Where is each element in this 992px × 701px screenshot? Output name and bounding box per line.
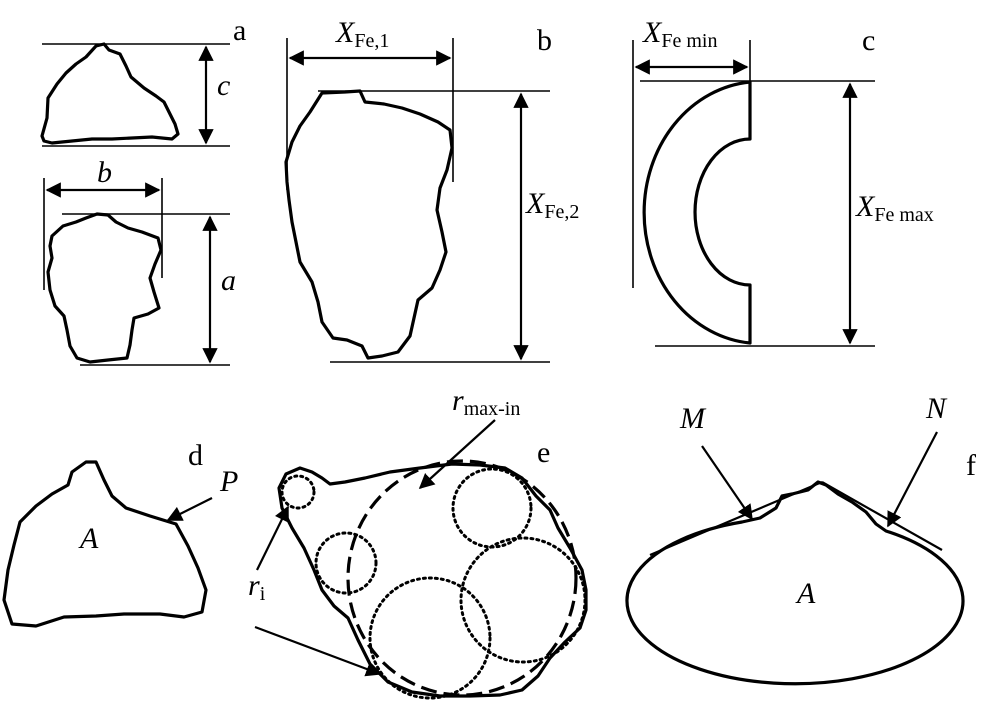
dimension-xfe2-label: XFe,2 (525, 187, 579, 223)
panel-e-ri-arrow-edge (254, 625, 382, 677)
panel-c: c XFe min XFe max (632, 16, 934, 347)
dimension-xfe1-label: XFe,1 (335, 16, 389, 52)
panel-c-letter: c (862, 24, 875, 57)
panel-f-area-label: A (795, 577, 816, 610)
panel-a-particle-bottom (46, 212, 163, 364)
panel-b-particle (284, 89, 454, 360)
panel-f-point-n-label: N (925, 392, 948, 425)
panel-b: b XFe,1 XFe,2 (284, 16, 579, 363)
dimension-xfemin-label: XFe min (642, 16, 717, 52)
panel-e-ri-arrow-corner (256, 505, 289, 571)
panel-c-half-ring-particle (642, 80, 752, 345)
panel-f-particle (625, 480, 965, 686)
panel-e-inscribed-circle (451, 467, 533, 549)
panel-a-particle-top (40, 42, 180, 145)
dimension-a-label: a (221, 264, 236, 297)
panel-f-letter: f (966, 449, 976, 482)
panel-f-point-n-arrow (887, 431, 938, 528)
panel-d-perimeter-arrow (166, 497, 213, 521)
panel-d-perimeter-label: P (219, 465, 238, 498)
panel-a-letter: a (233, 14, 246, 47)
panel-e-inscribed-circle (314, 531, 378, 595)
dimension-b-label: b (97, 156, 112, 189)
panel-e-rmax-arrow (418, 419, 496, 490)
panel-e-inscribed-circle (368, 576, 492, 700)
panel-d: d A P (2, 439, 238, 628)
panel-e-max-inscribed-circle (346, 459, 578, 697)
panel-e-inscribed-circle (459, 536, 587, 664)
panel-e-ri-label: ri (248, 569, 266, 605)
panel-e-corner-circle (280, 474, 316, 510)
panel-f-point-m-arrow (701, 445, 753, 521)
panel-e: e rmax-in ri (248, 384, 588, 700)
panel-e-rmax-label: rmax-in (452, 384, 520, 420)
panel-d-letter: d (188, 439, 203, 472)
panel-f-tangent-right (821, 481, 943, 551)
dimension-xfemax-label: XFe max (855, 190, 934, 226)
panel-a: a c b a (40, 14, 246, 366)
panel-f: f A M N (625, 392, 976, 686)
dimension-c-label: c (217, 69, 230, 102)
panel-e-letter: e (537, 436, 550, 469)
panel-d-area-label: A (78, 522, 99, 555)
panel-d-particle (2, 460, 208, 628)
panel-f-point-m-label: M (679, 402, 707, 435)
panel-b-letter: b (537, 24, 552, 57)
panel-e-particle (277, 462, 588, 698)
